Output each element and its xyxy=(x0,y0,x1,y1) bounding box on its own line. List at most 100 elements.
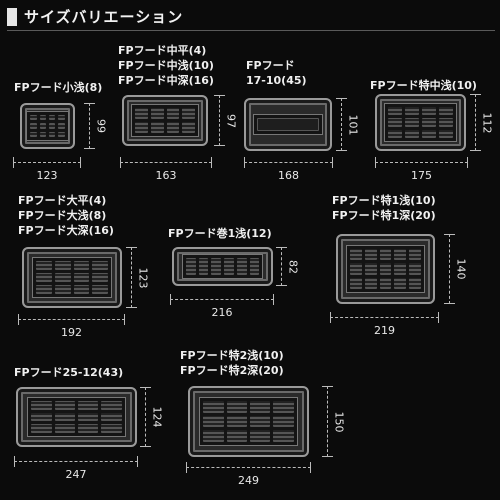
height-value: 82 xyxy=(286,259,300,274)
dimension-line xyxy=(341,98,342,151)
tray-cell xyxy=(35,285,52,295)
tray-cell xyxy=(185,257,196,276)
product-name: FPフード中深(16) xyxy=(118,74,214,87)
dimension-line xyxy=(145,387,146,447)
dimension-tick xyxy=(276,285,287,286)
dimension-tick xyxy=(444,303,455,304)
dimension-tick xyxy=(14,456,15,467)
tray-cell xyxy=(203,415,224,428)
dimension-line xyxy=(89,103,90,149)
dimension-tick xyxy=(375,157,376,168)
tray-cell xyxy=(134,122,148,134)
tray-cell xyxy=(349,263,362,275)
dimension-line xyxy=(13,162,81,163)
tray-cell xyxy=(92,285,109,295)
height-dimension: 82 xyxy=(276,247,300,286)
tray-cell xyxy=(364,249,377,261)
tray-cell xyxy=(54,260,71,270)
tray-cell xyxy=(35,272,52,282)
tray-cell xyxy=(58,114,65,121)
height-dimension: 150 xyxy=(322,386,346,457)
tray-cell xyxy=(78,400,99,410)
tray-cell xyxy=(422,118,437,127)
dimension-tick xyxy=(140,387,151,388)
width-dimension: 247 xyxy=(14,456,138,481)
height-dimension: 97 xyxy=(214,95,238,146)
height-dimension: 123 xyxy=(126,247,150,308)
tray-cell xyxy=(30,131,37,138)
tray-cell xyxy=(182,107,196,119)
tray-cell xyxy=(203,401,224,413)
dimension-tick xyxy=(336,98,347,99)
width-value: 175 xyxy=(411,169,432,182)
tray-cell xyxy=(30,123,37,129)
tray-cell xyxy=(31,424,52,434)
product-label: FPフード小浅(8) xyxy=(14,80,102,95)
tray-cell xyxy=(364,263,377,275)
tray-cell xyxy=(150,122,164,134)
width-dimension: 168 xyxy=(244,157,333,182)
tray-inner xyxy=(31,256,113,299)
dimension-tick xyxy=(84,148,95,149)
dimension-tick xyxy=(124,314,125,325)
height-value: 99 xyxy=(94,119,108,133)
dimension-line xyxy=(281,247,282,286)
product-name: FPフード大浅(8) xyxy=(18,209,107,222)
width-value: 192 xyxy=(61,326,82,339)
tray-image xyxy=(172,247,273,286)
width-dimension: 216 xyxy=(170,294,274,319)
tray-cell xyxy=(364,277,377,289)
tray-cell xyxy=(273,415,294,428)
tray-image xyxy=(122,95,208,146)
tray-cell xyxy=(394,263,407,275)
tray-cell xyxy=(92,272,109,282)
tray-cell xyxy=(394,277,407,289)
dimension-tick xyxy=(244,157,245,168)
product-name: FPフード特1深(20) xyxy=(332,209,436,222)
tray-cell xyxy=(101,412,122,422)
tray-cell xyxy=(31,412,52,422)
tray-cell xyxy=(250,401,271,413)
dimension-tick xyxy=(211,157,212,168)
tray-cell xyxy=(182,122,196,134)
dimension-line xyxy=(219,95,220,146)
product-name: FPフード中浅(10) xyxy=(118,59,214,72)
tray-inner xyxy=(27,396,126,438)
tray-cell xyxy=(73,272,90,282)
tray-cell xyxy=(78,424,99,434)
tray-cell xyxy=(73,285,90,295)
dimension-tick xyxy=(438,312,439,323)
tray-cell xyxy=(379,277,392,289)
height-value: 101 xyxy=(346,114,360,135)
tray-cell xyxy=(250,415,271,428)
dimension-tick xyxy=(80,157,81,168)
tray-image xyxy=(375,94,466,151)
dimension-tick xyxy=(214,95,225,96)
dimension-tick xyxy=(276,247,287,248)
width-value: 123 xyxy=(36,169,58,182)
tray-cell xyxy=(54,272,71,282)
tray-cell xyxy=(54,412,75,422)
tray-cell xyxy=(394,249,407,261)
tray-cell xyxy=(439,107,454,116)
tray-cell xyxy=(39,131,46,138)
width-dimension: 123 xyxy=(13,157,81,182)
dimension-tick xyxy=(137,456,138,467)
header-divider xyxy=(7,30,495,31)
tray-cell xyxy=(236,257,247,276)
width-value: 249 xyxy=(238,474,259,487)
tray-cell xyxy=(387,118,402,127)
dimension-tick xyxy=(214,145,225,146)
width-value: 247 xyxy=(65,468,87,481)
tray-cell xyxy=(249,257,260,276)
tray-inner xyxy=(130,103,200,138)
dimension-line xyxy=(244,162,333,163)
tray-cell xyxy=(349,249,362,261)
dimension-line xyxy=(170,299,274,300)
height-dimension: 112 xyxy=(470,94,494,151)
tray-cell xyxy=(35,260,52,270)
dimension-line xyxy=(18,319,125,320)
dimension-tick xyxy=(322,386,333,387)
product-name: FPフード特1浅(10) xyxy=(332,194,436,207)
width-dimension: 163 xyxy=(120,157,212,182)
